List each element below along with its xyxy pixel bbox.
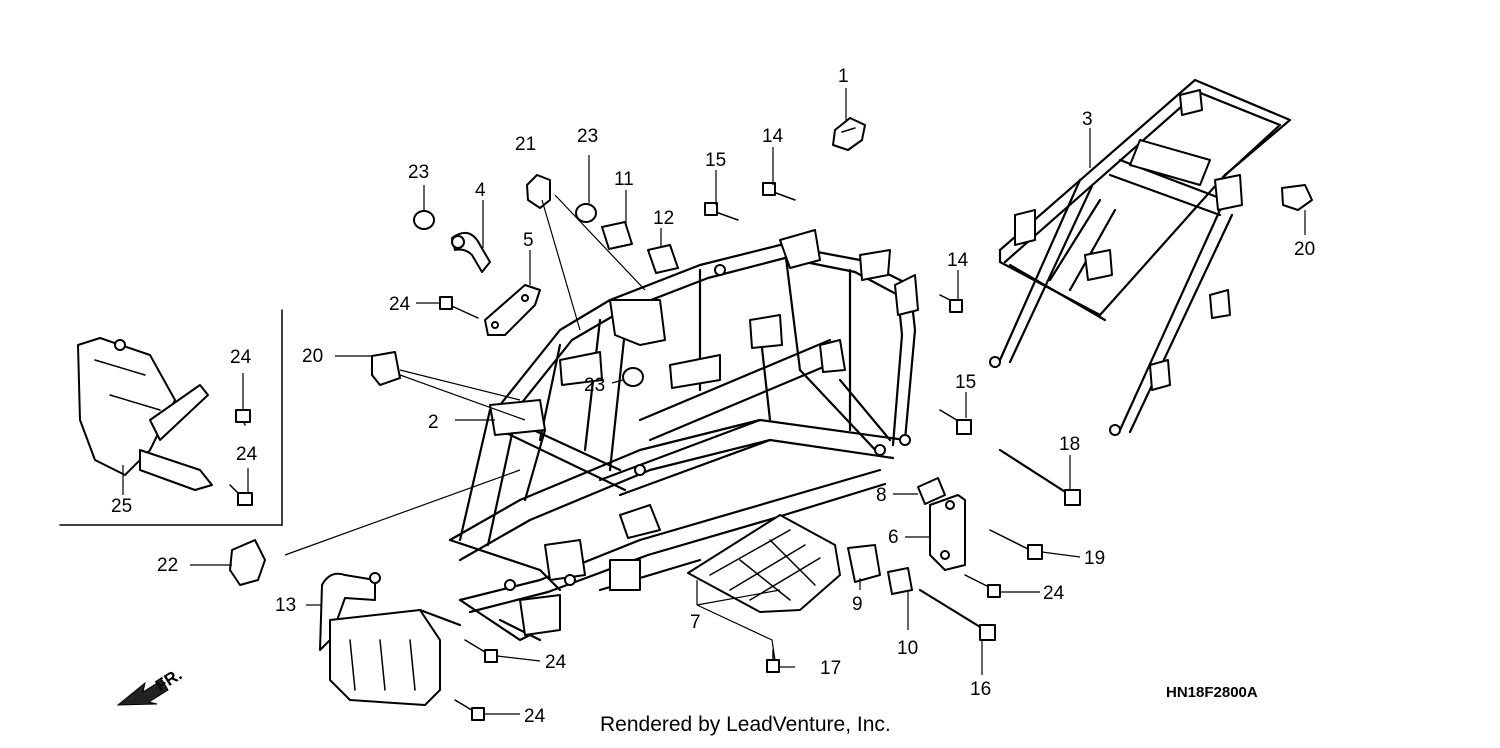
part-5-bracket [484, 284, 541, 336]
callout-24f: 24 [524, 706, 546, 727]
callout-10: 10 [897, 638, 918, 659]
callout-24d: 24 [1043, 583, 1065, 604]
callout-6: 6 [888, 527, 899, 548]
callout-15b: 15 [955, 372, 976, 393]
callout-18: 18 [1059, 434, 1080, 455]
callout-16: 16 [970, 679, 991, 700]
diagram-code: HN18F2800A [1166, 684, 1258, 701]
leader-lines [122, 88, 1306, 715]
callout-19: 19 [1084, 548, 1105, 569]
part-22-clamp [229, 539, 266, 586]
callout-4: 4 [475, 180, 486, 201]
part-21-grommet [526, 174, 551, 209]
callout-12: 12 [653, 208, 674, 229]
callout-23a: 23 [408, 162, 429, 183]
callout-23b: 23 [577, 126, 598, 147]
part-1-clip [832, 117, 866, 151]
callout-22: 22 [157, 555, 178, 576]
callout-1: 1 [838, 66, 849, 87]
callout-8: 8 [876, 485, 887, 506]
part-11-12-collars [601, 221, 679, 274]
part-7-skid-plate [687, 514, 841, 613]
part-20-clamps [371, 184, 1313, 386]
callout-7: 7 [690, 612, 701, 633]
part-6-bracket [929, 494, 966, 571]
front-arrow-icon: FR. [116, 665, 185, 706]
callout-11: 11 [614, 169, 634, 190]
bolts [229, 182, 1081, 721]
callout-9: 9 [852, 594, 863, 615]
callout-20a: 20 [302, 346, 323, 367]
callout-24e: 24 [545, 652, 567, 673]
callout-14b: 14 [947, 250, 969, 271]
callout-23c: 23 [584, 375, 605, 396]
callout-21: 21 [515, 134, 536, 155]
callout-2: 2 [428, 412, 439, 433]
callout-17: 17 [820, 658, 841, 679]
part-13-front-guard [319, 572, 462, 706]
rear-subframe-drawing [989, 78, 1292, 436]
part-4-clamp [451, 231, 491, 273]
callout-25: 25 [111, 496, 132, 517]
callout-13: 13 [275, 595, 296, 616]
callout-3: 3 [1082, 109, 1093, 130]
part-23-nuts [413, 203, 644, 387]
callout-20b: 20 [1294, 239, 1315, 260]
part-25-guard-inset [59, 309, 283, 526]
callout-5: 5 [523, 230, 534, 251]
callouts: 1 2 3 4 5 6 7 8 9 10 11 12 13 14 14 15 1… [111, 66, 1315, 727]
callout-24c: 24 [236, 444, 258, 465]
render-credit: Rendered by LeadVenture, Inc. [600, 713, 891, 736]
callout-14a: 14 [762, 126, 784, 147]
part-8-9-10-collars [847, 477, 946, 595]
callout-15a: 15 [705, 150, 726, 171]
callout-24a: 24 [389, 294, 411, 315]
callout-24b: 24 [230, 347, 252, 368]
